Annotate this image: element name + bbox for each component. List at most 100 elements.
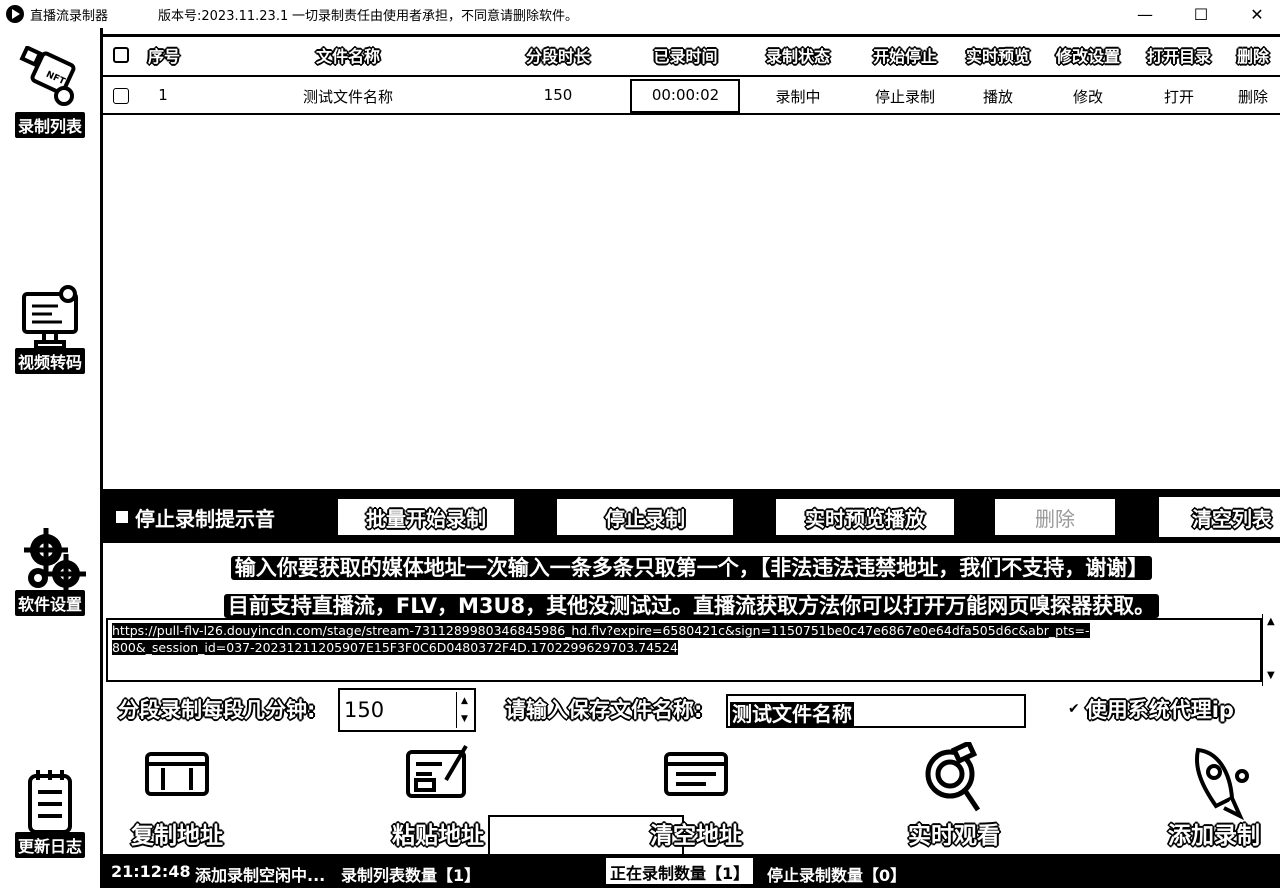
- copy-address-label: 复制地址: [131, 823, 223, 849]
- toolbar: 停止录制提示音 批量开始录制 停止录制 实时预览播放 删除 清空列表: [103, 489, 1280, 543]
- stepper-buttons: ▲ ▼: [456, 692, 472, 728]
- sidebar-item-record-list[interactable]: NFT 录制列表: [4, 44, 96, 138]
- preview-play-label: 实时预览播放: [805, 506, 925, 531]
- gears-icon: [18, 524, 86, 594]
- row-open-link[interactable]: 打开: [1163, 88, 1194, 106]
- header-recorded[interactable]: 已录时间: [653, 47, 718, 66]
- row-index: 1: [158, 86, 168, 104]
- header-preview[interactable]: 实时预览: [965, 47, 1030, 66]
- select-all-checkbox[interactable]: [113, 47, 129, 63]
- header-delete[interactable]: 删除: [1236, 47, 1269, 66]
- clear-icon: [660, 742, 732, 804]
- maximize-button[interactable]: ☐: [1193, 4, 1209, 24]
- header-modify[interactable]: 修改设置: [1055, 47, 1120, 66]
- table-top-border: [103, 34, 1280, 37]
- filename-label: 请输入保存文件名称:: [505, 698, 703, 722]
- sidebar-label-record-list: 录制列表: [14, 112, 85, 138]
- proxy-label: 使用系统代理ip: [1085, 698, 1234, 722]
- disclaimer-label: 一切录制责任由使用者承担，不同意请删除软件。: [292, 9, 579, 24]
- sidebar-item-changelog[interactable]: 更新日志: [4, 766, 96, 858]
- row-file-name: 测试文件名称: [302, 88, 393, 106]
- url-line-2: 800&_session_id=037-20231211205907E15F3F…: [112, 640, 678, 655]
- status-time: 21:12:48: [111, 862, 191, 881]
- status-bar: 21:12:48 添加录制空闲中... 录制列表数量【1】 正在录制数量【1】 …: [103, 854, 1280, 888]
- row-recorded: 00:00:02: [651, 86, 720, 104]
- paste-icon: [402, 742, 474, 808]
- status-stopped-count: 停止录制数量【0】: [767, 866, 907, 885]
- row-play-link[interactable]: 播放: [982, 88, 1013, 106]
- table-row[interactable]: 1 测试文件名称 150 00:00:02 录制中 停止录制 播放 修改 打开 …: [103, 77, 1280, 115]
- segment-stepper[interactable]: 150 ▲ ▼: [338, 688, 476, 732]
- stop-sound-checkbox[interactable]: [113, 508, 131, 526]
- log-book-icon: [18, 766, 82, 834]
- header-start-stop[interactable]: 开始停止: [872, 47, 937, 66]
- usb-drive-icon: NFT: [18, 44, 82, 110]
- info-line-1: 输入你要获取的媒体地址一次输入一条多条只取第一个，【非法违法违禁地址，我们不支持…: [103, 552, 1280, 582]
- close-button[interactable]: ✕: [1250, 4, 1264, 24]
- filename-value: 测试文件名称: [730, 702, 854, 726]
- sidebar-label-transcode: 视频转码: [14, 348, 85, 374]
- row-stop-link[interactable]: 停止录制: [874, 88, 935, 106]
- stepper-up-icon[interactable]: ▲: [461, 696, 468, 706]
- sidebar-label-changelog: 更新日志: [14, 832, 85, 858]
- paste-address-button[interactable]: 粘贴地址: [358, 736, 518, 849]
- clear-list-button[interactable]: 清空列表: [1159, 497, 1280, 537]
- row-modify-link[interactable]: 修改: [1072, 88, 1103, 106]
- url-textarea[interactable]: https://pull-flv-l26.douyincdn.com/stage…: [106, 618, 1262, 682]
- url-line-1: https://pull-flv-l26.douyincdn.com/stage…: [112, 623, 1090, 638]
- stop-sound-label: 停止录制提示音: [135, 506, 275, 531]
- version-label: 版本号:2023.11.23.1: [158, 9, 289, 24]
- info-line-1-text: 输入你要获取的媒体地址一次输入一条多条只取第一个，【非法违法违禁地址，我们不支持…: [230, 556, 1153, 580]
- copy-icon: [141, 742, 213, 804]
- paste-address-label: 粘贴地址: [392, 823, 484, 849]
- stop-record-label: 停止录制: [605, 506, 685, 531]
- row-delete-link[interactable]: 删除: [1237, 88, 1268, 106]
- row-status: 录制中: [775, 88, 821, 106]
- row-checkbox[interactable]: [113, 88, 129, 104]
- monitor-icon: [18, 282, 82, 350]
- filename-input[interactable]: 测试文件名称: [726, 694, 1026, 728]
- sidebar-item-settings[interactable]: 软件设置: [4, 524, 96, 616]
- batch-start-label: 批量开始录制: [366, 506, 486, 531]
- clear-list-label: 清空列表: [1192, 506, 1272, 531]
- app-play-icon: [6, 5, 24, 23]
- stepper-down-icon[interactable]: ▼: [461, 714, 468, 724]
- table-header: 序号 文件名称 分段时长 已录时间 录制状态 开始停止 实时预览 修改设置 打开…: [103, 37, 1280, 77]
- stop-sound-toggle[interactable]: 停止录制提示音: [113, 499, 275, 535]
- live-watch-button[interactable]: 实时观看: [874, 736, 1034, 849]
- header-segment[interactable]: 分段时长: [525, 47, 590, 66]
- table-body: [103, 117, 1280, 489]
- url-scrollbar[interactable]: ▲ ▼: [1262, 614, 1280, 686]
- sidebar-label-settings: 软件设置: [14, 590, 85, 616]
- minimize-button[interactable]: —: [1137, 4, 1153, 24]
- status-list-count: 录制列表数量【1】: [341, 866, 481, 885]
- header-status[interactable]: 录制状态: [765, 47, 830, 66]
- row-segment: 150: [543, 86, 573, 104]
- proxy-toggle[interactable]: ✔ 使用系统代理ip: [1068, 694, 1234, 724]
- segment-label: 分段录制每段几分钟:: [118, 698, 316, 722]
- info-line-2-text: 目前支持直播流，FLV，M3U8，其他没测试过。直播流获取方法你可以打开万能网页…: [223, 594, 1160, 618]
- clear-address-button[interactable]: 清空地址: [616, 736, 776, 849]
- copy-address-button[interactable]: 复制地址: [97, 736, 257, 849]
- rocket-icon: [1178, 742, 1250, 826]
- status-recording-count: 正在录制数量【1】: [606, 858, 754, 884]
- preview-play-button[interactable]: 实时预览播放: [774, 497, 956, 537]
- delete-button[interactable]: 删除: [993, 497, 1117, 537]
- batch-start-button[interactable]: 批量开始录制: [336, 497, 516, 537]
- add-record-label: 添加录制: [1168, 823, 1260, 849]
- info-line-2: 目前支持直播流，FLV，M3U8，其他没测试过。直播流获取方法你可以打开万能网页…: [103, 590, 1280, 620]
- header-open-dir[interactable]: 打开目录: [1146, 47, 1211, 66]
- app-title: 直播流录制器: [30, 9, 109, 24]
- add-record-button[interactable]: 添加录制: [1134, 736, 1280, 849]
- proxy-check-icon[interactable]: ✔: [1068, 701, 1080, 717]
- stop-record-button[interactable]: 停止录制: [555, 497, 735, 537]
- sidebar-item-transcode[interactable]: 视频转码: [4, 282, 96, 374]
- title-bar: 直播流录制器 版本号:2023.11.23.1 一切录制责任由使用者承担，不同意…: [0, 0, 1280, 28]
- scroll-down-icon[interactable]: ▼: [1267, 670, 1275, 681]
- sidebar: NFT 录制列表 视频转码: [0, 28, 100, 888]
- scroll-up-icon[interactable]: ▲: [1267, 616, 1275, 627]
- status-message: 添加录制空闲中...: [195, 866, 326, 885]
- live-watch-label: 实时观看: [908, 823, 1000, 849]
- clear-address-label: 清空地址: [650, 823, 742, 849]
- header-file-name[interactable]: 文件名称: [315, 47, 380, 66]
